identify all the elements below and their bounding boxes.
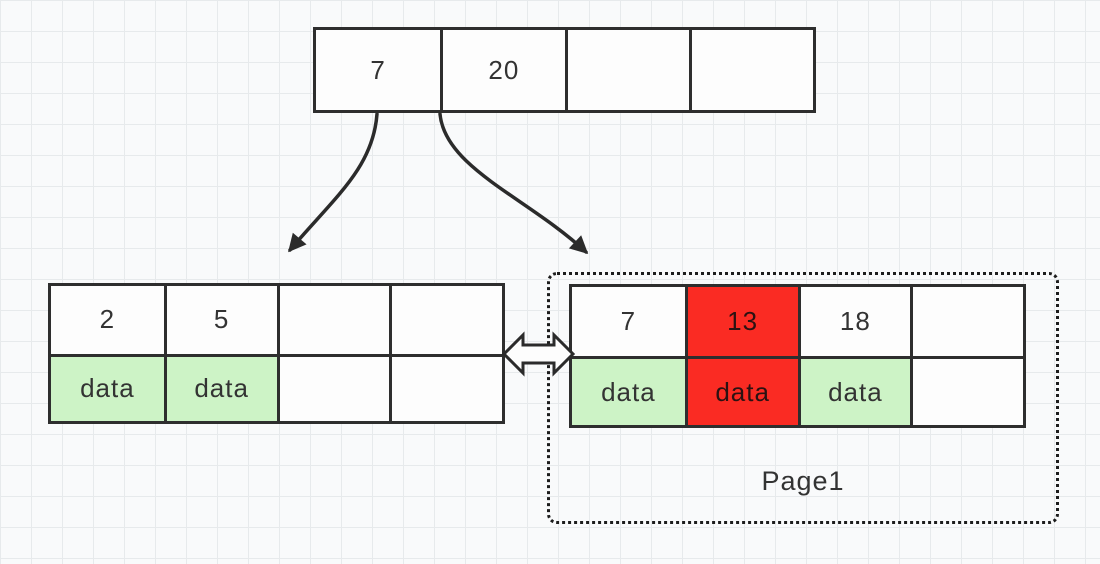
data-cell xyxy=(389,353,502,421)
root-node: 7 20 xyxy=(313,27,816,113)
root-key-cell xyxy=(688,30,813,110)
root-to-right-page-arrow xyxy=(438,112,589,255)
key-cell: 7 xyxy=(620,306,637,336)
key-cell xyxy=(389,286,502,354)
data-cell xyxy=(276,353,390,421)
data-cell: data xyxy=(684,356,798,425)
data-cell xyxy=(910,356,1023,425)
key-cell xyxy=(276,286,390,354)
data-cell: data xyxy=(51,353,164,421)
key-cell: 5 xyxy=(163,286,277,354)
root-to-left-page-arrow xyxy=(288,112,379,253)
key-cell: 2 xyxy=(99,304,116,335)
data-cell: data xyxy=(163,353,277,421)
key-cell xyxy=(910,287,1023,356)
root-key-cell xyxy=(564,30,689,110)
right-leaf-page: 7 13 18 data data data xyxy=(569,284,1026,428)
key-cell: 13 xyxy=(684,287,798,356)
left-leaf-page: 2 5 data data xyxy=(48,283,505,424)
page1-label: Page1 xyxy=(761,466,845,496)
page1-dotted-container: 7 13 18 data data data Page1 xyxy=(547,272,1059,524)
root-key-cell: 7 xyxy=(370,54,386,85)
root-key-cell: 20 xyxy=(440,30,564,110)
data-cell: data xyxy=(797,356,911,425)
key-cell: 18 xyxy=(797,287,911,356)
data-cell: data xyxy=(572,356,685,425)
